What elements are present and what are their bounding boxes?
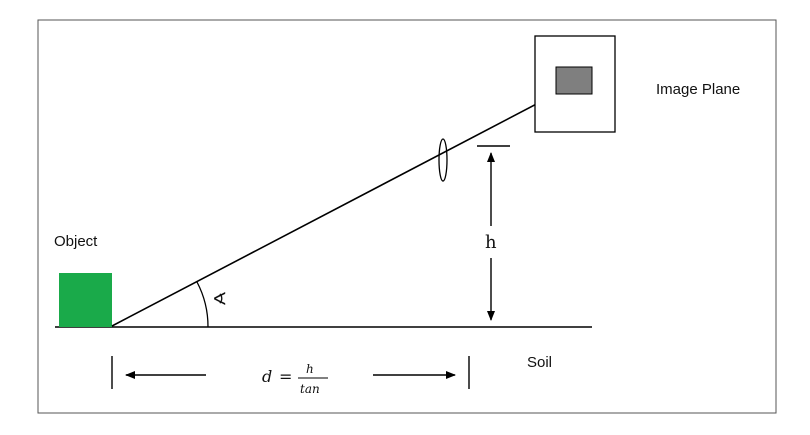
height-label: h xyxy=(485,232,497,253)
formula-numerator: h xyxy=(306,362,314,376)
angle-arc xyxy=(196,281,209,328)
diagram-frame xyxy=(37,19,777,414)
soil-label: Soil xyxy=(527,354,552,371)
image-sensor xyxy=(555,66,593,95)
line-of-sight xyxy=(111,86,570,327)
image-plane-label: Image Plane xyxy=(656,81,740,98)
object-box xyxy=(59,273,112,327)
lens-ellipse xyxy=(438,138,448,182)
formula-d: d xyxy=(262,367,272,386)
angle-symbol: ∢ xyxy=(212,289,227,310)
formula-denominator: tan xyxy=(300,382,320,396)
distance-formula: d = h tan xyxy=(262,362,328,396)
object-label: Object xyxy=(54,233,98,250)
formula-equals: = xyxy=(279,367,292,386)
